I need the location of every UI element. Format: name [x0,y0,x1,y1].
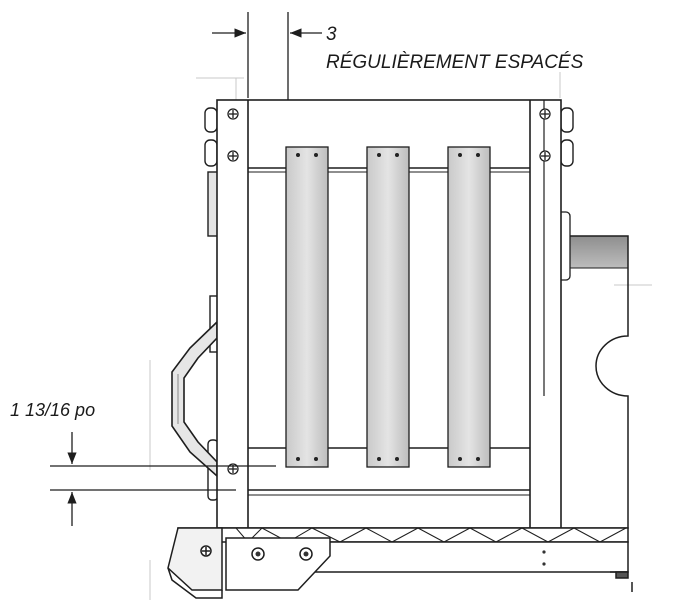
front-bracket [167,527,331,599]
slat-1 [285,146,329,468]
screw-top-left-2 [227,150,239,162]
screw-top-left [227,108,239,120]
spacing-count-label: 3 [326,24,337,45]
height-dimension-label: 1 13/16 po [10,400,95,420]
slat-2 [366,146,410,468]
height-dimension [50,432,276,526]
base-track [177,527,633,592]
screw-top-right [539,108,551,120]
faint-guides [149,72,652,470]
slat-3 [447,146,491,468]
screw-top-right-2 [539,150,551,162]
spacing-text-label: RÉGULIÈREMENT ESPACÉS [326,52,584,73]
right-hinge-hardware [560,107,574,167]
left-hinge-hardware [204,107,219,501]
